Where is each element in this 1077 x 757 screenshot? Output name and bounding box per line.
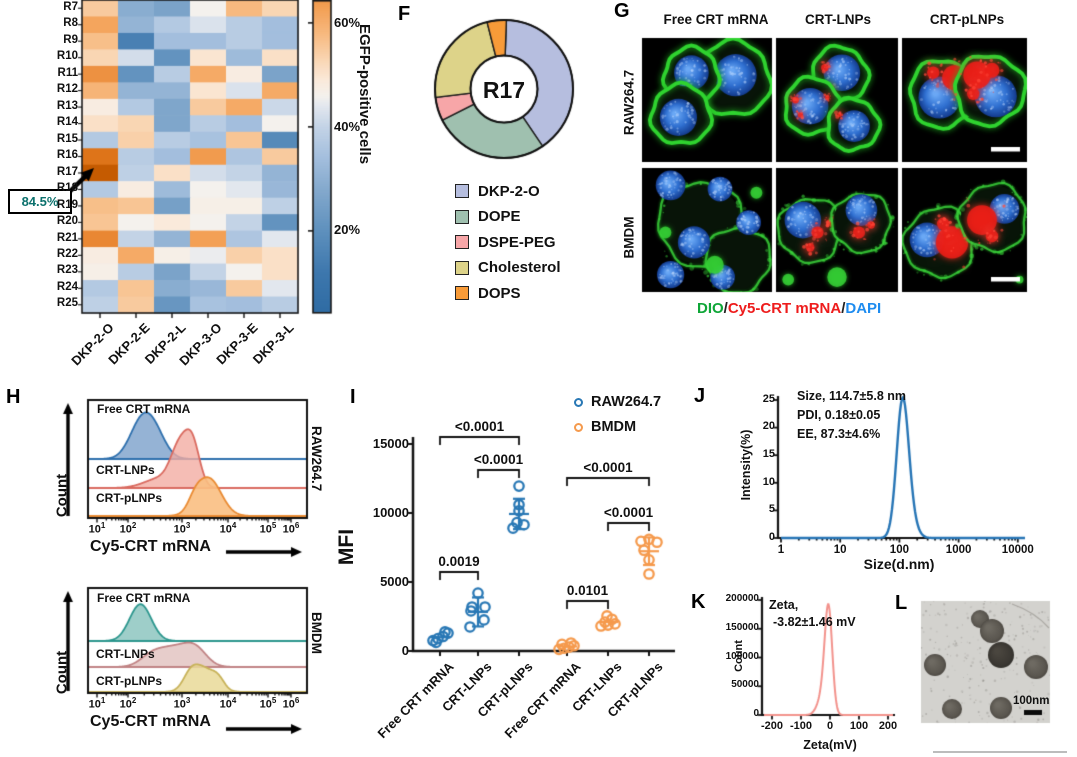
dls-annotation-ee: EE, 87.3±4.6% [797, 427, 881, 441]
micro-caption: DIO/Cy5-CRT mRNA/DAPI [697, 300, 881, 317]
flow-histogram-raw-canvas [40, 395, 332, 567]
panel-letter-l: L [895, 592, 908, 614]
dls-size-canvas [740, 385, 1032, 557]
zeta-annotation-1: Zeta, [769, 598, 799, 612]
flow-histogram-bmdm-canvas [40, 582, 332, 754]
tem-image-canvas [920, 594, 1052, 726]
donut-center-label: R17 [482, 77, 526, 103]
micro-col-header-2: CRT-LNPs [804, 12, 871, 27]
zeta-ylabel: Count [733, 640, 745, 672]
colorbar-tick-20: 20% [334, 222, 361, 237]
donut-legend-label: DSPE-PEG [478, 233, 556, 251]
legend-swatch-icon [455, 184, 469, 198]
panel-letter-h: H [6, 386, 21, 408]
donut-legend-item: DOPS [455, 284, 521, 302]
flow-bmdm-ylabel: Count [53, 650, 71, 695]
legend-swatch-icon [455, 260, 469, 275]
mfi-legend-bmdm: BMDM [574, 418, 636, 436]
zeta-annotation-2: -3.82±1.46 mV [773, 615, 856, 629]
bottom-divider [933, 751, 1067, 753]
legend-swatch-icon [455, 209, 469, 224]
colorbar-title: EGFP-positive cells [356, 24, 373, 165]
panel-letter-k: K [691, 591, 706, 613]
dls-annotation-pdi: PDI, 0.18±0.05 [797, 408, 881, 422]
donut-legend-item: Cholesterol [455, 259, 561, 277]
confocal-microscopy-canvas [635, 30, 1035, 298]
legend-circle-raw [574, 397, 583, 407]
tem-scale-label: 100nm [1013, 695, 1050, 707]
donut-legend-label: DKP-2-O [478, 182, 540, 200]
zeta-potential-canvas [730, 592, 905, 732]
colorbar-tick-60: 60% [334, 15, 361, 30]
panel-letter-f: F [398, 3, 411, 25]
micro-caption-segment: / [723, 300, 728, 317]
donut-legend-item: DKP-2-O [455, 182, 540, 200]
colorbar-tick-40: 40% [334, 119, 361, 134]
micro-caption-segment: / [841, 300, 846, 317]
flow-raw-ylabel: Count [53, 473, 71, 518]
micro-row-header-bmdm: BMDM [621, 216, 637, 259]
legend-swatch-icon [455, 286, 469, 300]
micro-col-header-1: Free CRT mRNA [663, 12, 769, 27]
micro-caption-segment: DAPI [845, 300, 882, 317]
dls-xlabel: Size(d.nm) [863, 556, 935, 572]
donut-legend-label: DOPS [478, 284, 521, 302]
panel-letter-j: J [694, 385, 706, 407]
micro-caption-segment: Cy5-CRT mRNA [727, 300, 842, 317]
legend-circle-bmdm [574, 422, 583, 432]
panel-letter-g: G [614, 0, 630, 22]
zeta-xlabel: Zeta(mV) [803, 738, 857, 752]
donut-legend-label: Cholesterol [478, 259, 561, 276]
flow-raw-side-label: RAW264.7 [309, 426, 324, 492]
panel-letter-i: I [350, 386, 356, 408]
r17-composition-donut-canvas [425, 10, 595, 180]
dls-ylabel: Intensity(%) [739, 429, 753, 501]
mfi-ylabel: MFI [335, 528, 358, 566]
mfi-scatter-canvas [335, 385, 695, 675]
mfi-legend-raw: RAW264.7 [574, 393, 661, 411]
flow-bmdm-side-label: BMDM [309, 612, 324, 654]
dls-annotation-size: Size, 114.7±5.8 nm [797, 389, 907, 403]
micro-row-header-raw: RAW264.7 [621, 69, 637, 136]
donut-legend-label: DOPE [478, 208, 521, 225]
micro-caption-segment: DIO [697, 300, 724, 317]
legend-label-raw: RAW264.7 [591, 394, 662, 410]
flow-bmdm-xlabel: Cy5-CRT mRNA [90, 713, 211, 730]
legend-label-bmdm: BMDM [591, 419, 637, 435]
heatmap-annotation-box: 84.5% [8, 189, 72, 214]
micro-col-header-3: CRT-pLNPs [929, 12, 1005, 27]
donut-legend-item: DSPE-PEG [455, 233, 556, 251]
donut-legend-item: DOPE [455, 208, 521, 226]
legend-swatch-icon [455, 235, 469, 249]
flow-raw-xlabel: Cy5-CRT mRNA [90, 538, 211, 555]
